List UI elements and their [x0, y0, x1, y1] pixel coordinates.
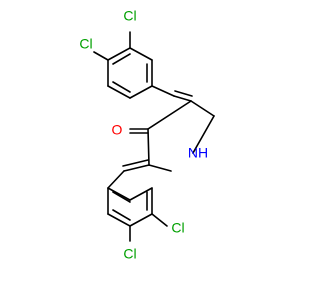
molecule-canvas: Cl Cl O NH Cl Cl [79, 7, 215, 262]
chlorine-atom-label: Cl [79, 36, 92, 52]
piperidinone-ring [129, 100, 215, 172]
ring-bond [148, 164, 172, 172]
upper-ring-bond [129, 47, 153, 61]
upper-ring-inner-double-bond [112, 53, 131, 65]
lower-ring-inner-double-bond [112, 209, 131, 221]
chlorine-atom-label: Cl [123, 8, 136, 24]
lower-vinyl-double-bond [123, 164, 150, 172]
chemical-structure-diagram: Cl Cl O NH Cl Cl [79, 8, 215, 262]
upper-cl-bond-b [93, 51, 109, 61]
upper-vinyl-double-bond [173, 95, 192, 102]
lower-vinyl-double-bond-parallel [122, 159, 149, 167]
chlorine-atom-label: Cl [123, 246, 136, 262]
upper-ring-bond [107, 47, 131, 61]
ring-bond [147, 128, 150, 166]
lower-vinyl-to-aryl-bond [107, 170, 125, 189]
lower-dichlorophenyl-ring [107, 187, 168, 242]
upper-ring-bond [129, 85, 153, 99]
lower-cl-bond-a [151, 213, 168, 227]
lower-ring-bond [129, 213, 153, 227]
upper-ring-bond [107, 85, 131, 99]
nitrogen-atom-label: NH [188, 145, 208, 161]
upper-ring-inner-double-bond [112, 81, 131, 93]
chlorine-atom-label: Cl [171, 220, 184, 236]
lower-ring-bond [107, 213, 131, 227]
upper-alkene-linker [151, 85, 193, 102]
ring-bond [190, 100, 215, 117]
ring-bond [192, 115, 215, 154]
lower-ring-bond [107, 187, 131, 201]
oxygen-atom-label: O [112, 122, 123, 138]
lower-alkene-linker [107, 159, 150, 189]
upper-dichlorophenyl-ring [93, 31, 153, 99]
lower-ring-inner-double-bond [112, 191, 131, 203]
lower-ring-bond [129, 187, 153, 201]
upper-aryl-to-vinyl-bond [151, 85, 175, 97]
ring-bond [147, 100, 192, 130]
upper-vinyl-double-bond-parallel [174, 90, 193, 97]
